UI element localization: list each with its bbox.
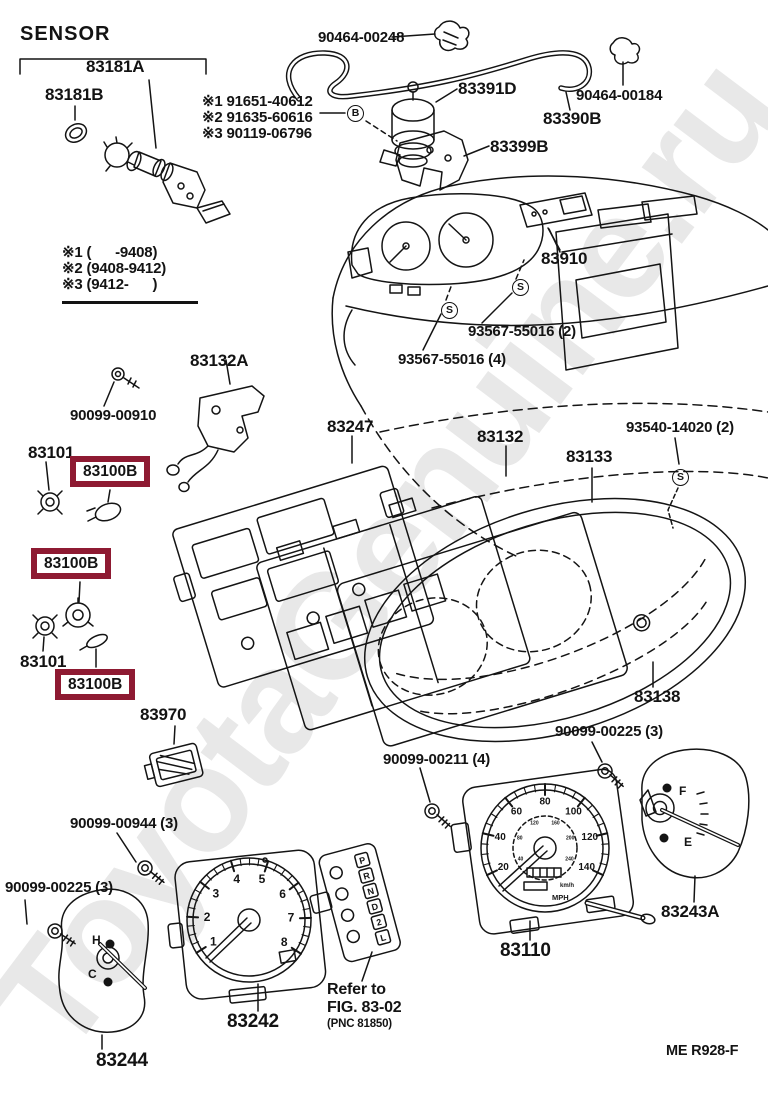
label-date-code-2: ※2 (9408-9412): [62, 260, 167, 277]
label-83110: 83110: [500, 940, 551, 961]
label-83242: 83242: [227, 1011, 279, 1032]
svg-text:5: 5: [259, 872, 266, 886]
svg-text:N: N: [366, 886, 375, 897]
svg-text:2: 2: [375, 917, 382, 928]
svg-text:60: 60: [511, 807, 523, 818]
label-83910: 83910: [541, 249, 588, 268]
bracket-83132a-drawing: [103, 359, 265, 493]
svg-text:6: 6: [279, 887, 286, 901]
circled-s-marker-1: S: [512, 279, 529, 296]
svg-text:7: 7: [288, 911, 295, 925]
label-83132: 83132: [477, 427, 524, 446]
svg-text:4: 4: [233, 872, 240, 886]
connector-leader: [173, 725, 176, 745]
label-date-code-3: ※3 (9412- ): [62, 276, 158, 293]
svg-text:120: 120: [581, 832, 598, 843]
speedometer-drawing: 20 40 60 80 100 120 140 40 80 120 160 200 240 MPH km…: [450, 768, 656, 941]
label-starred-2: ※2 91635-60616: [202, 109, 313, 126]
svg-text:80: 80: [539, 797, 551, 808]
sensor-section-title: SENSOR: [20, 23, 111, 45]
svg-text:3: 3: [213, 886, 220, 900]
speedo-unit-outer: MPH: [552, 893, 569, 902]
svg-text:80: 80: [517, 836, 523, 842]
svg-text:2: 2: [204, 910, 211, 924]
highlight-83100b-3: 83100B: [55, 669, 136, 700]
fuel-empty-letter: E: [684, 835, 692, 849]
label-83181b: 83181B: [45, 85, 104, 104]
temp-hot-letter: H: [92, 933, 101, 947]
svg-text:40: 40: [495, 832, 507, 843]
doc-code: ME R928-F: [666, 1043, 739, 1059]
label-90464-00248: 90464-00248: [318, 29, 405, 46]
label-83181a: 83181A: [86, 57, 145, 76]
date-code-underline: [62, 301, 198, 304]
svg-text:140: 140: [578, 862, 595, 873]
circled-s-marker-2: S: [441, 302, 458, 319]
label-83247: 83247: [327, 417, 374, 436]
temp-gauge-drawing: H C: [58, 888, 150, 1050]
svg-text:D: D: [370, 901, 379, 912]
temp-cold-letter: C: [88, 967, 97, 981]
svg-text:20: 20: [498, 862, 510, 873]
circled-s-marker-3: S: [672, 469, 689, 486]
label-93567-55016-2: 93567-55016 (2): [468, 323, 576, 340]
svg-text:240: 240: [565, 857, 574, 863]
label-83391d: 83391D: [458, 79, 517, 98]
svg-text:8: 8: [281, 935, 288, 949]
label-refer-line2: FIG. 83-02: [327, 999, 402, 1016]
label-83390b: 83390B: [543, 109, 602, 128]
svg-text:160: 160: [551, 820, 560, 826]
cluster-lens: [363, 497, 747, 743]
label-93540-14020: 93540-14020 (2): [626, 419, 734, 436]
label-93567-55016-4: 93567-55016 (4): [398, 351, 506, 368]
label-90464-00184: 90464-00184: [576, 87, 663, 104]
label-90099-00211: 90099-00211 (4): [383, 751, 491, 768]
svg-text:120: 120: [530, 820, 539, 826]
svg-text:1: 1: [210, 934, 217, 948]
label-83101-upper: 83101: [28, 443, 75, 462]
cluster-plate: [336, 511, 628, 747]
label-83970: 83970: [140, 705, 187, 724]
label-83244: 83244: [96, 1050, 148, 1071]
fuel-gauge-drawing: F E: [639, 748, 750, 903]
connector-drawing: [143, 742, 204, 788]
svg-text:R: R: [362, 870, 371, 881]
label-date-code-1: ※1 ( -9408): [62, 244, 158, 261]
label-90099-00944: 90099-00944 (3): [70, 815, 178, 832]
label-refer-line3: (PNC 81850): [327, 1018, 392, 1030]
leader-lines: [351, 228, 654, 688]
vacuum-hose-drawing: [285, 20, 641, 191]
label-83243a: 83243A: [661, 902, 720, 921]
label-starred-3: ※3 90119-06796: [202, 125, 312, 142]
label-83399b: 83399B: [490, 137, 549, 156]
label-refer-line1: Refer to: [327, 981, 386, 998]
label-90099-00225-right: 90099-00225 (3): [555, 723, 663, 740]
speedo-unit-inner: km/h: [560, 883, 574, 889]
svg-text:200: 200: [566, 836, 575, 842]
svg-text:L: L: [379, 932, 387, 943]
circled-b-marker: B: [347, 105, 364, 122]
label-83133: 83133: [566, 447, 613, 466]
bulb-socket-drawings: [32, 461, 122, 668]
label-83138: 83138: [634, 687, 681, 706]
dash-screw-leader: [667, 437, 680, 529]
fuel-full-letter: F: [679, 784, 686, 798]
label-90099-00910: 90099-00910: [70, 407, 157, 424]
label-starred-1: ※1 91651-40612: [202, 93, 313, 110]
speed-sensor-drawing: [19, 58, 231, 224]
dashboard-drawing: [331, 175, 768, 557]
label-83132a: 83132A: [190, 351, 249, 370]
svg-text:40: 40: [518, 857, 524, 863]
bolt-drawings: [24, 741, 629, 948]
svg-text:100: 100: [565, 807, 582, 818]
highlight-83100b-2: 83100B: [31, 548, 112, 579]
label-83101-lower: 83101: [20, 652, 67, 671]
label-90099-00225-left: 90099-00225 (3): [5, 879, 113, 896]
svg-text:P: P: [358, 855, 366, 866]
highlight-83100b-1: 83100B: [70, 456, 151, 487]
